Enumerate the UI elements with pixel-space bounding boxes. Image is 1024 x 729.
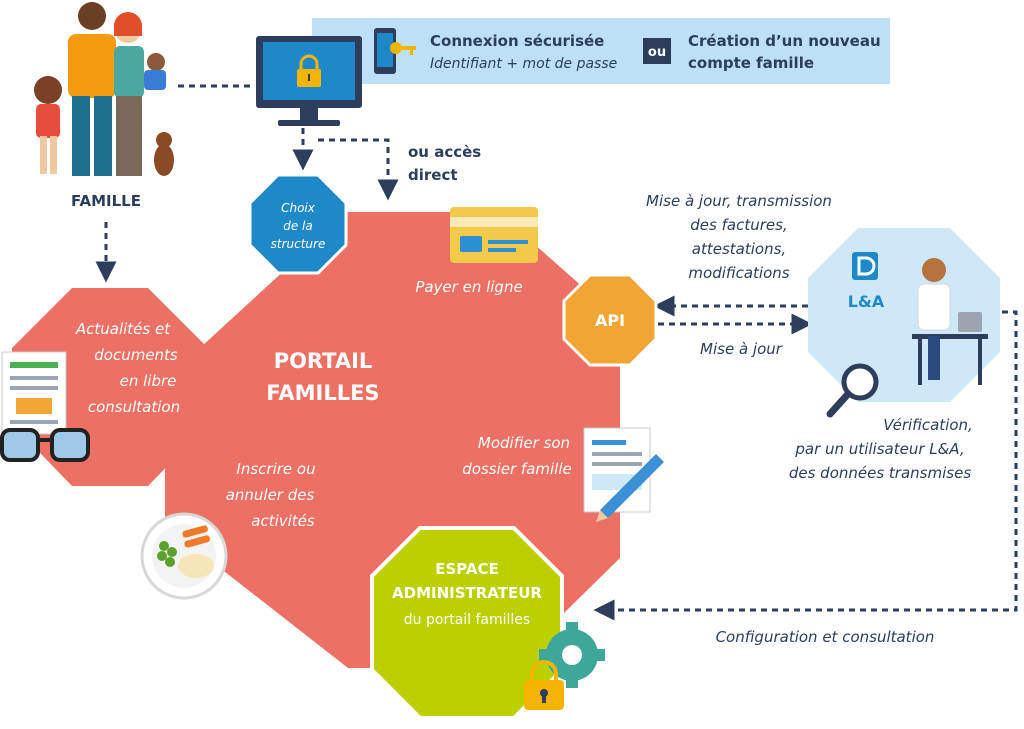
new-account-line2: compte famille xyxy=(688,54,814,72)
la-logo-text: L&A xyxy=(848,292,885,311)
register-line3: activités xyxy=(251,512,315,530)
news-line4: consultation xyxy=(88,398,180,416)
meal-plate-icon xyxy=(140,512,228,600)
update-transmission-line3: attestations, xyxy=(692,240,786,258)
family-illustration xyxy=(34,2,174,176)
news-line1: Actualités et xyxy=(75,320,171,338)
portal-title-line1: PORTAIL xyxy=(274,349,373,373)
la-logo-icon xyxy=(852,252,878,280)
admin-line2: ADMINISTRATEUR xyxy=(392,584,542,602)
credit-card-icon xyxy=(450,207,538,263)
form-pencil-icon xyxy=(583,427,664,522)
verification-line3: des données transmises xyxy=(789,464,971,482)
phone-key-icon xyxy=(374,28,416,74)
gear-lock-icon xyxy=(524,622,605,710)
admin-line3: du portail familles xyxy=(404,612,530,628)
update-text: Mise à jour xyxy=(700,340,783,358)
magnifier-icon xyxy=(826,363,879,418)
admin-line1: ESPACE xyxy=(435,560,499,578)
register-line1: Inscrire ou xyxy=(236,460,315,478)
computer-icon xyxy=(256,36,362,126)
connectors xyxy=(95,84,1018,621)
new-account-line1: Création d’un nouveau xyxy=(688,32,881,50)
secure-login-text: Connexion sécurisée xyxy=(430,32,604,50)
update-transmission-line1: Mise à jour, transmission xyxy=(646,192,832,210)
modify-file-line1: Modifier son xyxy=(478,434,570,452)
choose-structure-octagon xyxy=(248,173,348,275)
office-worker-icon xyxy=(912,258,988,385)
or-text: ou xyxy=(648,45,666,60)
credentials-text: Identifiant + mot de passe xyxy=(430,56,617,72)
api-label: API xyxy=(595,311,625,330)
pay-online-text: Payer en ligne xyxy=(415,278,522,296)
direct-access-line1: ou accès xyxy=(408,143,481,161)
portal-title-line2: FAMILLES xyxy=(266,381,379,405)
admin-octagon xyxy=(370,526,564,720)
api-octagon xyxy=(562,273,658,367)
update-transmission-line4: modifications xyxy=(688,264,789,282)
choose-structure-line3: structure xyxy=(271,237,326,251)
choose-structure-line2: de la xyxy=(283,219,313,233)
news-line2: documents xyxy=(94,346,178,364)
login-banner xyxy=(312,18,890,84)
register-line2: annuler des xyxy=(226,486,315,504)
config-text: Configuration et consultation xyxy=(716,628,935,646)
family-label: FAMILLE xyxy=(71,192,141,210)
news-line3: en libre xyxy=(120,372,177,390)
update-transmission-line2: des factures, xyxy=(690,216,787,234)
or-badge xyxy=(643,38,671,64)
direct-access-line2: direct xyxy=(408,166,458,184)
verification-line1: Vérification, xyxy=(883,416,973,434)
document-glasses-icon xyxy=(0,351,90,462)
choose-structure-line1: Choix xyxy=(281,201,316,215)
verification-line2: par un utilisateur L&A, xyxy=(794,440,964,458)
modify-file-line2: dossier famille xyxy=(462,460,571,478)
